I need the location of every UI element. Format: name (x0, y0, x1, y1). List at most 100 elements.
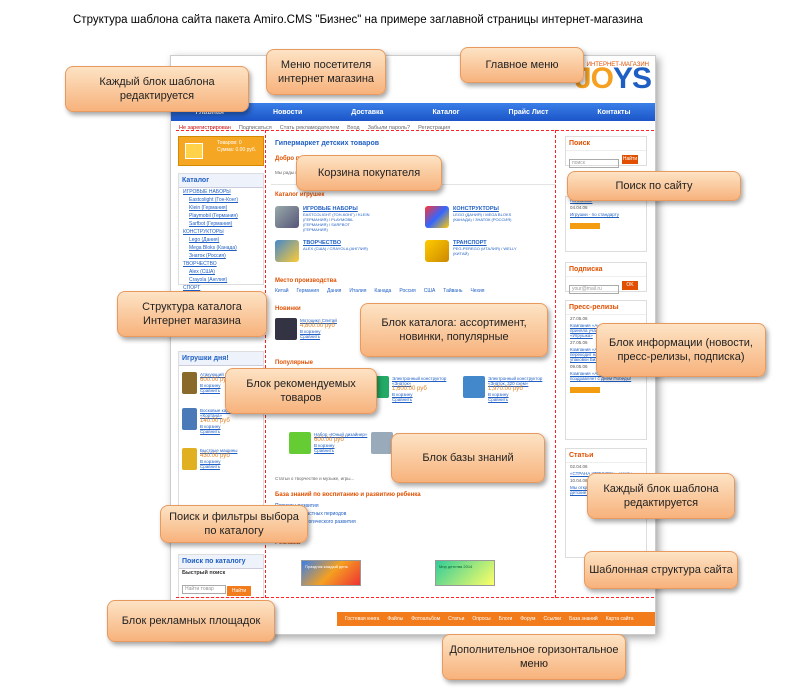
catalog-item[interactable]: Знаток (Россия) (189, 253, 226, 259)
add-to-cart-link[interactable]: В корзину (200, 383, 221, 388)
kb-link[interactable]: Мысли психологического развития (275, 519, 356, 525)
catalog-item[interactable]: Alex (США) (189, 269, 215, 275)
product-image[interactable] (182, 408, 197, 430)
product-image[interactable] (371, 432, 393, 454)
bottom-nav-forum[interactable]: Форум (520, 616, 536, 622)
origin-link[interactable]: Канада (374, 288, 392, 294)
nav-delivery[interactable]: Доставка (351, 108, 384, 116)
quick-search-button[interactable]: Найти (227, 586, 251, 596)
origin-link[interactable]: Италия (349, 288, 367, 294)
origin-link[interactable]: Дания (326, 288, 342, 294)
compare-link[interactable]: Сравнить (200, 388, 221, 393)
bottom-nav-links[interactable]: Ссылки (543, 616, 562, 622)
product-name[interactable]: Электронный конструктор «Знаток, 320 схе… (488, 376, 543, 386)
category-subs[interactable]: EASTCOLIGHT (ГОН-КОНГ) / KLEIN (ГЕРМАНИЯ… (303, 212, 370, 232)
add-to-cart-link[interactable]: В корзину (392, 392, 413, 397)
advertiser-link[interactable]: Стать рекламодателем (279, 125, 340, 131)
category-title[interactable]: ИГРОВЫЕ НАБОРЫ (303, 206, 358, 212)
catalog-item[interactable]: Crayola (Англия) (189, 277, 228, 283)
product-image[interactable] (182, 448, 197, 470)
compare-link[interactable]: Сравнить (314, 448, 335, 453)
catalog-item[interactable]: Playmobil (Германия) (189, 213, 238, 219)
product-name[interactable]: Электронный конструктор «Знаток» (392, 376, 447, 386)
compare-link[interactable]: Сравнить (200, 429, 221, 434)
product-name[interactable]: Атакующий Тигр (200, 372, 235, 377)
compare-link[interactable]: Сравнить (392, 397, 413, 402)
nav-contacts[interactable]: Контакты (597, 108, 631, 116)
nav-catalog[interactable]: Каталог (432, 108, 460, 116)
login-link[interactable]: Вход (347, 125, 360, 131)
nav-home[interactable]: Главная (195, 108, 224, 116)
bottom-nav-articles[interactable]: Статьи (448, 616, 465, 622)
origin-link[interactable]: Германия (296, 288, 319, 294)
origin-link[interactable]: Чехия (470, 288, 485, 294)
catalog-item[interactable]: ИГРОВЫЕ НАБОРЫ (183, 189, 231, 195)
kb-heading: База знаний по воспитанию и развитию реб… (275, 492, 421, 498)
bottom-nav-files[interactable]: Файлы (387, 616, 404, 622)
category-subs[interactable]: ALEX (США) / CRAYOLA (АНГЛИЯ) (303, 246, 368, 251)
product-image[interactable] (463, 376, 485, 398)
forgot-password-link[interactable]: Забыли пароль? (367, 125, 411, 131)
category-title[interactable]: ТРАНСПОРТ (453, 240, 487, 246)
register-link[interactable]: Регистрация (418, 125, 451, 131)
catalog-item[interactable]: Lego (Дания) (189, 237, 220, 243)
subscribe-link[interactable]: Подписаться (238, 125, 272, 131)
add-to-cart-link[interactable]: В корзину (300, 329, 321, 334)
banner-text: Праздник каждый день (305, 564, 348, 569)
bottom-nav-kb[interactable]: База знаний (569, 616, 598, 622)
compare-link[interactable]: Сравнить (200, 464, 221, 469)
compare-link[interactable]: Сравнить (488, 397, 509, 402)
category-subs[interactable]: LEGO (ДАНИЯ) / MEGA BLOKS (КАНАДА) / ЗНА… (453, 212, 512, 222)
search-button[interactable]: Найти (622, 155, 638, 164)
search-input[interactable]: поиск (569, 159, 619, 168)
category-title[interactable]: КОНСТРУКТОРЫ (453, 206, 499, 212)
compare-link[interactable]: Сравнить (300, 334, 321, 339)
product-name[interactable]: Быстрые машины (200, 448, 238, 453)
catalog-item[interactable]: Mega Bloks (Канада) (189, 245, 237, 251)
bottom-nav-sitemap[interactable]: Карта сайта (605, 616, 634, 622)
quick-search-input[interactable]: Найти товар (182, 585, 226, 594)
ad-banner[interactable]: Мир детства 2014 (435, 560, 495, 586)
catalog-item[interactable]: Eastcolight (Гон-Конг) (189, 197, 239, 203)
add-to-cart-link[interactable]: В корзину (314, 443, 335, 448)
kb-more[interactable]: Статьи о творчестве и музыке, игры... (275, 476, 355, 481)
product-name[interactable]: Восковые карандаши «Кортана» (200, 408, 245, 418)
email-field[interactable]: your@mail.ru (569, 285, 619, 294)
origin-link[interactable]: Китай (275, 288, 289, 294)
category-subs[interactable]: PEG-PEREGO (ИТАЛИЯ) / WELLY (КИТАЙ) (453, 246, 517, 256)
catalog-item[interactable]: ТВОРЧЕСТВО (183, 261, 217, 267)
catalog-item[interactable]: КОНСТРУКТОРЫ (183, 229, 224, 235)
add-to-cart-link[interactable]: В корзину (200, 424, 221, 429)
rss-icon[interactable] (570, 387, 600, 393)
product-image[interactable] (289, 432, 311, 454)
catalog-item[interactable]: Klein (Германия) (189, 205, 228, 211)
news-link[interactable]: Игрушки - по стандарту (570, 212, 620, 217)
ad-banner[interactable]: Праздник каждый день (301, 560, 361, 586)
catalog-item[interactable]: СПОРТ (183, 285, 201, 291)
product-name[interactable]: Мотоцикл Спитай (300, 318, 337, 323)
bottom-nav-blogs[interactable]: Блоги (498, 616, 513, 622)
product-image[interactable] (275, 318, 297, 340)
origin-link[interactable]: Тайвань (443, 288, 463, 294)
category-title[interactable]: ТВОРЧЕСТВО (303, 240, 341, 246)
product-image[interactable] (182, 372, 197, 394)
bottom-nav-guestbook[interactable]: Гостевая книга (345, 616, 380, 622)
rss-icon[interactable] (570, 223, 600, 229)
origin-link[interactable]: США (423, 288, 436, 294)
nav-pricelist[interactable]: Прайс Лист (508, 108, 549, 116)
nav-news[interactable]: Новости (272, 108, 303, 116)
kb-link[interactable]: Кризисы возрастных периодов (275, 511, 347, 517)
add-to-cart-link[interactable]: В корзину (200, 459, 221, 464)
add-to-cart-link[interactable]: В корзину (488, 392, 509, 397)
product-name[interactable]: Набор «Юный дизайнер» (314, 432, 368, 437)
origin-link[interactable]: Россия (399, 288, 416, 294)
subscribe-button[interactable]: OK (622, 281, 638, 290)
bottom-nav-photos[interactable]: Фотоальбом (411, 616, 441, 622)
bottom-nav-polls[interactable]: Опросы (472, 616, 491, 622)
catalog-item[interactable]: Sarfbot (Германия) (189, 221, 233, 227)
